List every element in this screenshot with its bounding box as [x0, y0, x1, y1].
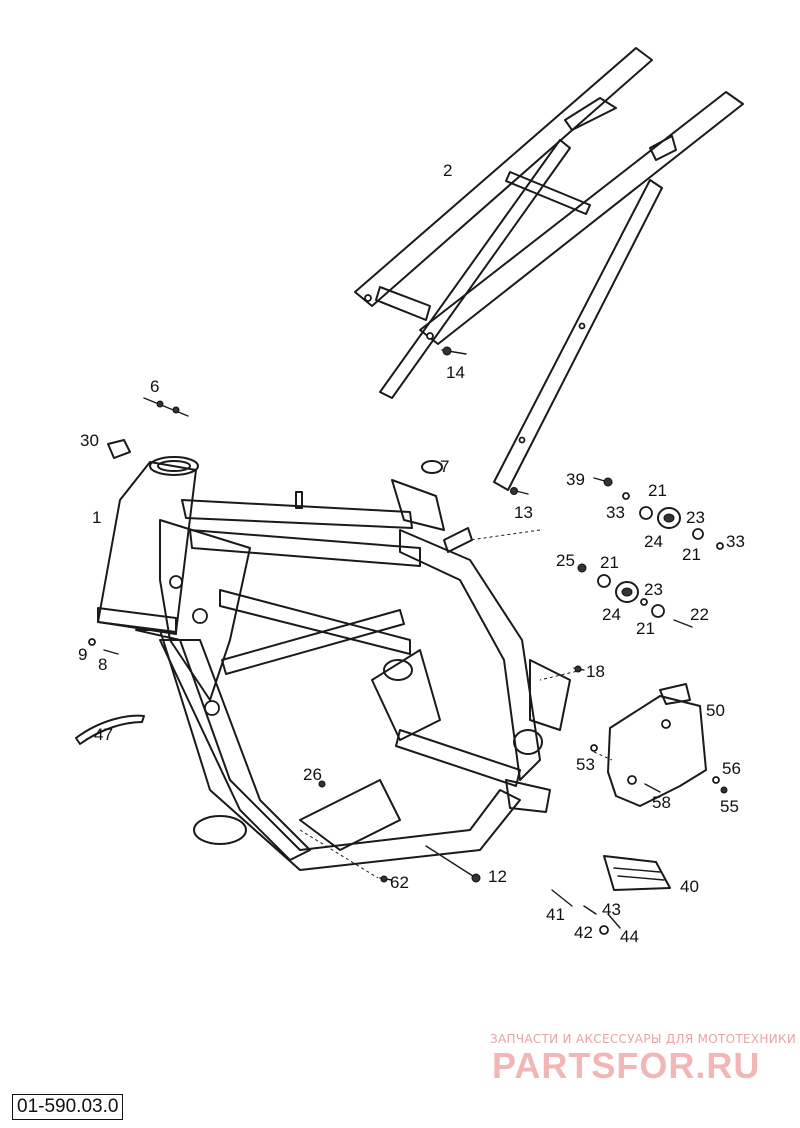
callout: 23	[644, 580, 663, 599]
callout: 44	[620, 927, 639, 946]
callout: 33	[726, 532, 745, 551]
callout: 33	[606, 503, 625, 522]
callout: 13	[514, 503, 533, 522]
callout: 23	[686, 508, 705, 527]
callout: 50	[706, 701, 725, 720]
callout: 26	[303, 765, 322, 784]
watermark: ЗАПЧАСТИ И АКСЕССУАРЫ ДЛЯ МОТОТЕХНИКИ PA…	[490, 1032, 796, 1086]
callout: 6	[150, 377, 159, 396]
callout: 56	[722, 759, 741, 778]
callout: 24	[644, 532, 663, 551]
callout: 25	[556, 551, 575, 570]
hardware	[75, 346, 728, 935]
subframe[interactable]	[354, 47, 744, 491]
diagram-code: 01-590.03.0	[12, 1094, 124, 1120]
callouts: 2 14 6 30 7 39 21 1 13 33 23 24 21 33 25…	[78, 161, 745, 946]
main-frame[interactable]	[97, 456, 571, 871]
callout: 21	[600, 553, 619, 572]
callout: 7	[440, 457, 449, 476]
callout: 47	[94, 725, 113, 744]
watermark-tagline: ЗАПЧАСТИ И АКСЕССУАРЫ ДЛЯ МОТОТЕХНИКИ	[490, 1032, 796, 1046]
callout: 58	[652, 793, 671, 812]
callout: 62	[390, 873, 409, 892]
leader-lines	[299, 529, 613, 879]
callout: 55	[720, 797, 739, 816]
callout: 8	[98, 655, 107, 674]
callout: 18	[586, 662, 605, 681]
callout: 12	[488, 867, 507, 886]
callout: 1	[92, 508, 101, 527]
callout: 14	[446, 363, 465, 382]
callout: 30	[80, 431, 99, 450]
callout: 9	[78, 645, 87, 664]
watermark-brand: PARTSFOR.RU	[492, 1045, 760, 1086]
callout: 21	[682, 545, 701, 564]
callout: 21	[648, 481, 667, 500]
callout: 53	[576, 755, 595, 774]
callout: 40	[680, 877, 699, 896]
callout: 22	[690, 605, 709, 624]
callout: 21	[636, 619, 655, 638]
callout: 39	[566, 470, 585, 489]
callout: 2	[443, 161, 452, 180]
callout: 42	[574, 923, 593, 942]
callout: 43	[602, 900, 621, 919]
callout: 41	[546, 905, 565, 924]
callout: 24	[602, 605, 621, 624]
